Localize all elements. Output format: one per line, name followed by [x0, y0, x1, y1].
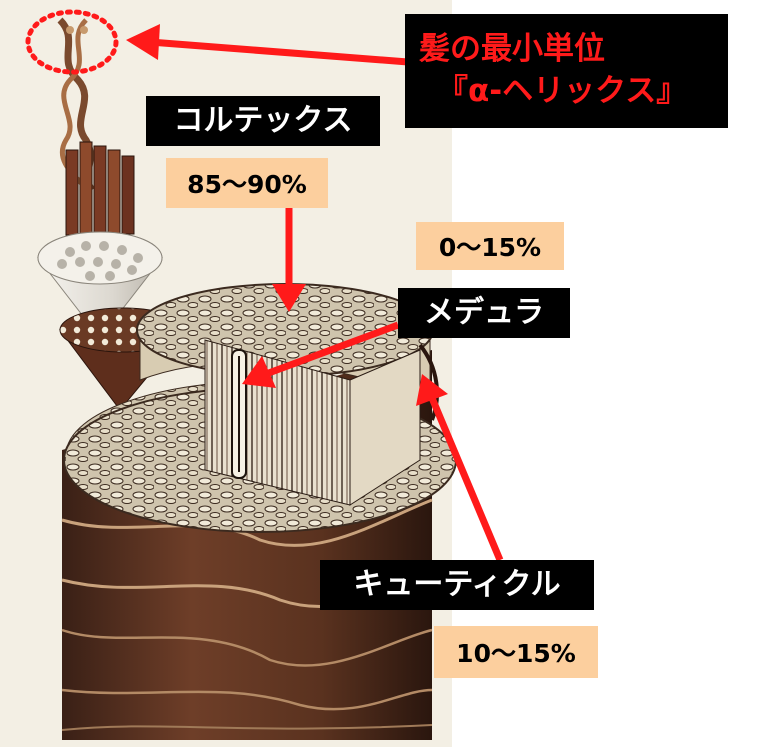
microfibril-bundle [65, 141, 135, 239]
medulla-arrow [264, 321, 400, 378]
title-line-2: 『α-ヘリックス』 [437, 73, 688, 109]
cuticle-label: キューティクル [320, 560, 594, 610]
title-box: 髪の最小単位 『α-ヘリックス』 [405, 14, 728, 128]
cuticle-arrow [428, 396, 504, 562]
cortex-label: コルテックス [146, 96, 380, 146]
pointer-arrows [126, 24, 504, 562]
cuticle-percentage: 10〜15% [434, 626, 598, 678]
medulla-label: メデュラ [398, 288, 570, 338]
title-arrow [149, 38, 409, 66]
hair-shaft-cross-section [61, 283, 457, 740]
cortex-percentage: 85〜90% [166, 158, 328, 208]
title-line-1: 髪の最小単位 [419, 31, 605, 68]
helix-highlight-circle [25, 9, 119, 75]
medulla-percentage: 0〜15% [416, 222, 564, 270]
macrofibril-cone [36, 231, 164, 339]
